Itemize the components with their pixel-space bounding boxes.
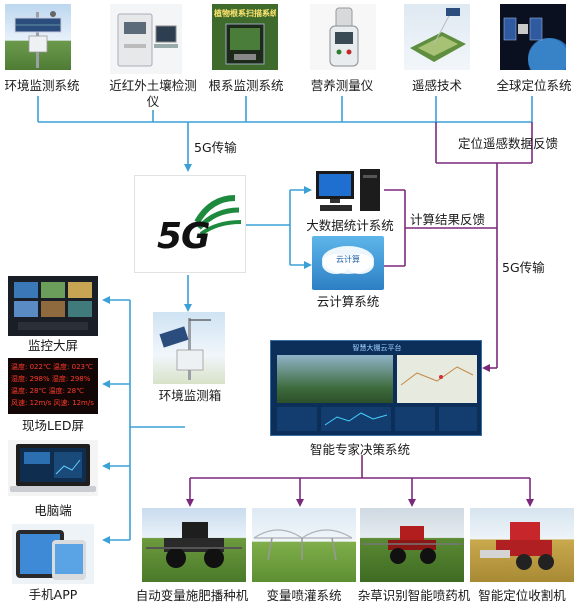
weed-sprayer-image bbox=[360, 508, 464, 582]
gps-image bbox=[500, 4, 566, 70]
decision-screen: 智慧大棚云平台 bbox=[270, 340, 482, 436]
env-box-label: 环境监测箱 bbox=[158, 388, 222, 403]
led-line-1: 温度: 022℃ 温度: 023℃ bbox=[11, 363, 93, 371]
weed-sprayer-label: 杂草识别智能喷药机 bbox=[357, 588, 471, 603]
env-monitor-image bbox=[5, 4, 71, 70]
led-line-2: 湿度: 298% 湿度: 298% bbox=[11, 375, 91, 383]
nir-soil-image bbox=[110, 4, 182, 74]
monitor-wall-image bbox=[8, 276, 98, 336]
nutrition-meter-label: 营养测量仪 bbox=[310, 78, 374, 93]
pc-image bbox=[8, 440, 98, 496]
bigdata-label: 大数据统计系统 bbox=[306, 218, 394, 233]
weather-station-icon bbox=[159, 318, 211, 380]
led-screen-label: 现场LED屏 bbox=[22, 418, 84, 433]
cloud-label: 云计算系统 bbox=[316, 294, 380, 309]
tractor-icon bbox=[146, 522, 242, 568]
decision-data-panels bbox=[277, 407, 477, 431]
cloud-icon bbox=[322, 246, 374, 274]
led-line-3: 温度: 28℃ 温度: 28℃ bbox=[11, 387, 84, 395]
scanner-icon bbox=[225, 23, 265, 65]
lab-instrument-icon bbox=[117, 13, 178, 67]
irrigation-image bbox=[252, 508, 356, 582]
gps-label: 全球定位系统 bbox=[496, 78, 572, 93]
five-g-transmit-label-a: 5G传输 bbox=[194, 140, 237, 155]
remote-sensing-image bbox=[404, 4, 470, 70]
satellite-field-icon bbox=[410, 8, 466, 62]
five-g-text: 5G bbox=[157, 216, 211, 257]
cloud-computing-image: 云计算 bbox=[312, 236, 384, 290]
laptop-icon bbox=[10, 444, 96, 492]
fertilizer-seeder-label: 自动变量施肥播种机 bbox=[135, 588, 249, 603]
harvester-image bbox=[470, 508, 574, 582]
tablet-phone-icon bbox=[16, 530, 86, 580]
desktop-computer-icon bbox=[316, 169, 380, 211]
root-screen-title: 植物根系扫描系统 bbox=[214, 9, 276, 18]
env-box-image bbox=[153, 312, 225, 384]
mobile-app-image bbox=[12, 524, 94, 584]
harvester-label: 智能定位收割机 bbox=[478, 588, 566, 603]
nir-soil-label: 近红外土壤检测仪 bbox=[109, 78, 197, 109]
five-g-transmit-label-b: 5G传输 bbox=[502, 260, 545, 275]
decision-map bbox=[397, 355, 477, 403]
sprayer-tractor-icon bbox=[362, 526, 462, 564]
led-screen-image: 温度: 022℃ 温度: 023℃ 湿度: 298% 湿度: 298% 温度: … bbox=[8, 358, 98, 414]
root-monitor-image: 植物根系扫描系统 bbox=[212, 4, 278, 70]
satellite-orbit-icon bbox=[503, 17, 566, 70]
solar-station-icon bbox=[14, 11, 62, 68]
cloud-chip-text: 云计算 bbox=[336, 255, 360, 264]
decision-label: 智能专家决策系统 bbox=[309, 442, 410, 457]
irrigation-label: 变量喷灌系统 bbox=[266, 588, 342, 603]
calc-feedback-label: 计算结果反馈 bbox=[410, 212, 486, 227]
fertilizer-seeder-image bbox=[142, 508, 246, 582]
decision-screen-title: 智慧大棚云平台 bbox=[352, 344, 402, 352]
handheld-meter-icon bbox=[329, 7, 359, 67]
env-monitor-label: 环境监测系统 bbox=[4, 78, 80, 93]
rs-feedback-label: 定位遥感数据反馈 bbox=[457, 136, 558, 151]
pc-label: 电脑端 bbox=[34, 503, 72, 518]
pivot-sprinkler-icon bbox=[253, 529, 353, 561]
decision-greenhouse-photo bbox=[277, 355, 393, 403]
video-wall-icon bbox=[14, 282, 92, 330]
led-line-4: 风速: 12m/s 风速: 12m/s bbox=[11, 399, 94, 407]
mobile-app-label: 手机APP bbox=[28, 587, 78, 602]
five-g-wave-icon bbox=[194, 195, 242, 236]
five-g-logo-panel: 5G bbox=[134, 175, 246, 273]
bigdata-computer-image bbox=[312, 165, 384, 215]
monitor-wall-label: 监控大屏 bbox=[27, 338, 78, 353]
remote-sensing-label: 遥感技术 bbox=[411, 78, 462, 93]
nutrition-meter-image bbox=[310, 4, 376, 70]
root-monitor-label: 根系监测系统 bbox=[208, 78, 284, 93]
combine-harvester-icon bbox=[480, 522, 554, 570]
